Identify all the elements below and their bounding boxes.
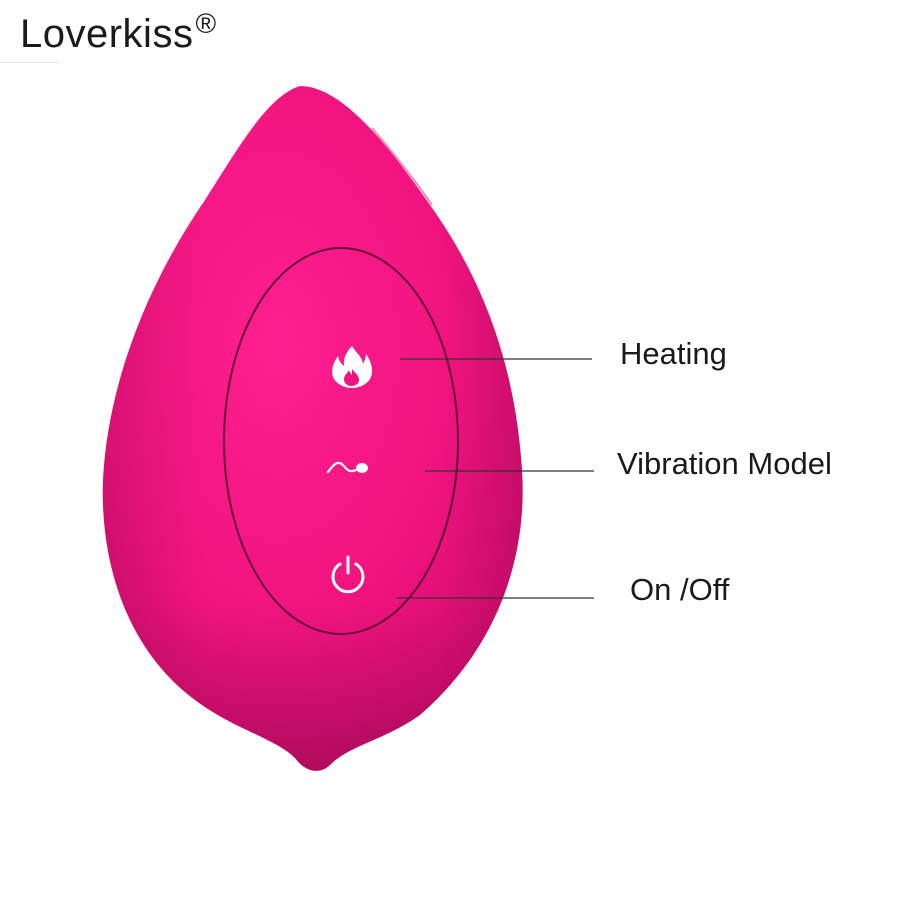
- flame-icon[interactable]: [332, 346, 373, 388]
- vibration-wave-icon[interactable]: [326, 461, 368, 474]
- top-fold-seam: [371, 127, 433, 206]
- control-panel: [223, 247, 459, 635]
- brand-logo: Loverkiss®: [20, 10, 217, 56]
- brand-name: Loverkiss: [20, 12, 194, 56]
- power-icon[interactable]: [331, 555, 365, 594]
- brand-divider: [0, 62, 60, 63]
- device-tip-shading: [102, 86, 523, 771]
- registered-mark: ®: [195, 8, 217, 39]
- on-off-label: On /Off: [630, 572, 730, 607]
- heating-label: Heating: [620, 336, 727, 371]
- vibration-model-label: Vibration Model: [617, 446, 832, 481]
